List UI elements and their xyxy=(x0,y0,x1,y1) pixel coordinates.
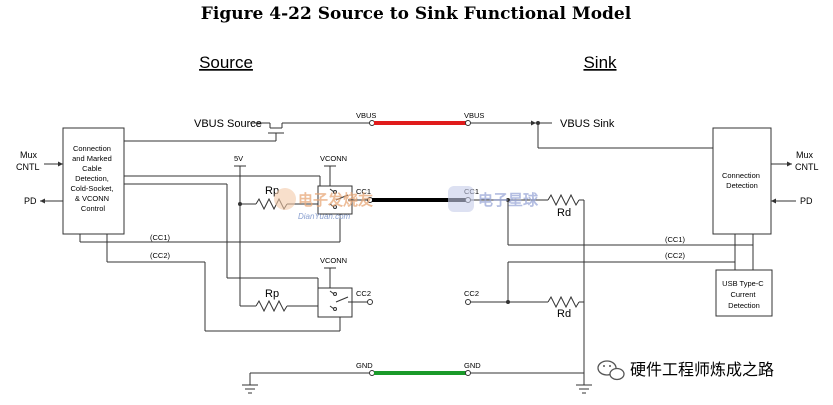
watermark-right: 电子星球 xyxy=(478,191,539,209)
rd-bottom-label: Rd xyxy=(557,308,571,320)
wechat-icon xyxy=(597,360,625,381)
cc1-bus-left-label: (CC1) xyxy=(150,233,171,242)
watermark-left-small: DianYuan.com xyxy=(298,212,351,221)
pd-left-label: PD xyxy=(24,196,37,206)
gnd-left-label: GND xyxy=(356,361,373,370)
vbus-transistor-symbol xyxy=(268,123,284,141)
cc2-right-label: CC2 xyxy=(464,289,479,298)
watermark-left-logo xyxy=(274,188,296,210)
ground-symbol-right xyxy=(576,384,592,394)
vbus-left-label: VBUS xyxy=(356,111,376,120)
cc2-bus-right-label: (CC2) xyxy=(665,251,686,260)
vbus-right-label: VBUS xyxy=(464,111,484,120)
rd-top-resistor xyxy=(547,193,580,207)
watermark-right-logo xyxy=(448,186,474,212)
5v-label: 5V xyxy=(234,154,243,163)
pd-right-label: PD xyxy=(800,196,813,206)
current-block-text: USB Type-C Current Detection xyxy=(722,279,766,310)
cc1-bus-right-label: (CC1) xyxy=(665,235,686,244)
footer-credit: 硬件工程师炼成之路 xyxy=(630,360,774,379)
rd-top-label: Rd xyxy=(557,207,571,219)
watermark-left: 电子发烧友 xyxy=(298,191,373,209)
source-control-block xyxy=(62,127,125,235)
cc1-switch-symbol xyxy=(333,190,352,209)
vconn-bottom-label: VCONN xyxy=(320,256,347,265)
source-heading: Source xyxy=(199,53,253,72)
sink-heading: Sink xyxy=(583,53,617,72)
rd-bottom-resistor xyxy=(547,295,580,309)
source-block-text: Connection and Marked Cable Detection, C… xyxy=(70,144,115,213)
cc2-bus-left-label: (CC2) xyxy=(150,251,171,260)
vbus-sink-label: VBUS Sink xyxy=(560,118,615,130)
vconn-top-label: VCONN xyxy=(320,154,347,163)
current-detection-block xyxy=(715,269,773,317)
mux-cntl-left-label: Mux CNTL xyxy=(16,150,40,172)
cc2-switch-symbol xyxy=(333,292,349,311)
sink-connection-detection-block xyxy=(712,127,772,235)
ground-symbol-left xyxy=(242,384,258,394)
vbus-source-label: VBUS Source xyxy=(194,118,262,130)
mux-cntl-right-label: Mux CNTL xyxy=(795,150,819,172)
gnd-right-label: GND xyxy=(464,361,481,370)
cc2-left-label: CC2 xyxy=(356,289,371,298)
rp-bottom-label: Rp xyxy=(265,288,279,300)
rp-bottom-resistor xyxy=(255,299,288,313)
sink-block-text: Connection Detection xyxy=(722,171,762,190)
cc1-left-label: CC1 xyxy=(356,187,371,196)
figure-title: Figure 4-22 Source to Sink Functional Mo… xyxy=(201,4,632,24)
